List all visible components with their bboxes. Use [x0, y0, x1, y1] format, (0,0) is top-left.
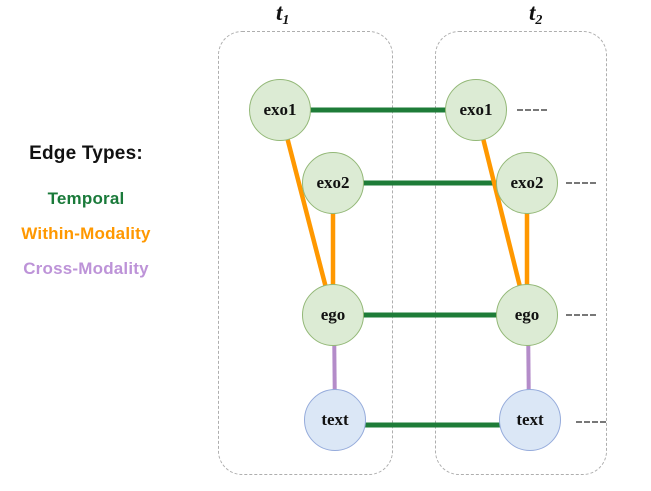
- continuation-dashes-exo1: [517, 109, 547, 111]
- continuation-dashes-text: [576, 421, 606, 423]
- node-ego-t1: ego: [302, 284, 364, 346]
- continuation-dashes-ego: [566, 314, 596, 316]
- edge-type-legend: Edge Types: Temporal Within-Modality Cro…: [0, 143, 172, 294]
- timestep-label-t2: t2: [529, 0, 543, 28]
- continuation-dashes-exo2: [566, 182, 596, 184]
- legend-item-cross-modality: Cross-Modality: [23, 259, 149, 278]
- node-exo2-t1: exo2: [302, 152, 364, 214]
- node-text-t1: text: [304, 389, 366, 451]
- node-exo1-t2: exo1: [445, 79, 507, 141]
- edge-within-exo1-ego-t2: [473, 109, 530, 316]
- node-ego-t2: ego: [496, 284, 558, 346]
- node-exo1-t1: exo1: [249, 79, 311, 141]
- legend-item-temporal: Temporal: [47, 189, 125, 208]
- legend-title: Edge Types:: [29, 143, 143, 164]
- node-exo2-t2: exo2: [496, 152, 558, 214]
- edge-within-exo1-ego-t1: [277, 109, 336, 316]
- timestep-frame-t1: [218, 31, 393, 475]
- node-text-t2: text: [499, 389, 561, 451]
- timestep-label-t1: t1: [276, 0, 290, 28]
- legend-item-within-modality: Within-Modality: [21, 224, 151, 243]
- timestep-frame-t2: [435, 31, 607, 475]
